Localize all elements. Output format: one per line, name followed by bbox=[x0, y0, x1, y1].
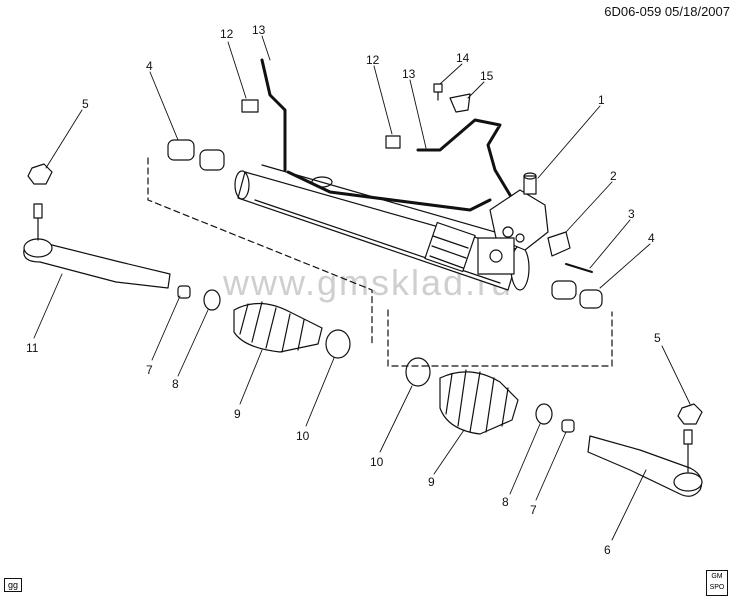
bracket-15 bbox=[449, 93, 471, 113]
nut-left bbox=[27, 163, 53, 185]
callout-13-left: 13 bbox=[252, 23, 266, 37]
callout-5-right: 5 bbox=[654, 331, 661, 345]
callout-3: 3 bbox=[628, 207, 635, 221]
callout-7-right: 7 bbox=[530, 503, 537, 517]
document-id: 6D06-059 05/18/2007 bbox=[604, 4, 730, 19]
callout-4-left: 4 bbox=[146, 59, 153, 73]
jam-nut-left bbox=[177, 285, 191, 299]
callout-15: 15 bbox=[480, 69, 494, 83]
tie-rod-end-left bbox=[23, 203, 171, 289]
callout-14: 14 bbox=[456, 51, 470, 65]
callout-8-right: 8 bbox=[502, 495, 509, 509]
callout-4-right: 4 bbox=[648, 231, 655, 245]
bushing-right bbox=[551, 280, 603, 309]
rack-boot-right bbox=[439, 369, 519, 435]
callout-10-left: 10 bbox=[296, 429, 310, 443]
callout-labels: 1 2 3 4 4 5 5 6 7 7 8 8 9 9 10 10 11 12 … bbox=[26, 23, 661, 557]
footer-tag: gg bbox=[4, 578, 23, 592]
fluid-line-left bbox=[260, 58, 287, 172]
callout-5-left: 5 bbox=[82, 97, 89, 111]
boot-clamp-ring-right bbox=[405, 357, 431, 387]
boot-clamp-left bbox=[203, 289, 221, 311]
boot-clamp-right bbox=[535, 403, 553, 425]
nut-right bbox=[677, 403, 703, 425]
callout-10-right: 10 bbox=[370, 455, 384, 469]
callout-7-left: 7 bbox=[146, 363, 153, 377]
callout-6: 6 bbox=[604, 543, 611, 557]
gm-spo-logo: GM SPO bbox=[706, 570, 728, 596]
fluid-line-right bbox=[416, 118, 512, 197]
bolt-14 bbox=[433, 83, 443, 101]
bushing-left bbox=[167, 139, 225, 171]
callout-12-left: 12 bbox=[220, 27, 234, 41]
bracket-2 bbox=[547, 231, 571, 257]
rack-boot-left bbox=[233, 301, 323, 353]
assembly-bracket-right bbox=[387, 309, 613, 367]
boot-clamp-ring-left bbox=[325, 329, 351, 359]
callout-9-right: 9 bbox=[428, 475, 435, 489]
callout-12-right: 12 bbox=[366, 53, 380, 67]
leader-lines bbox=[33, 35, 691, 541]
pin-3 bbox=[565, 263, 593, 273]
valve-body bbox=[477, 172, 549, 275]
tie-rod-end-right bbox=[587, 429, 703, 497]
jam-nut-right bbox=[561, 419, 575, 433]
callout-1: 1 bbox=[598, 93, 605, 107]
callout-8-left: 8 bbox=[172, 377, 179, 391]
retainer-clip-right bbox=[385, 135, 401, 149]
callout-9-left: 9 bbox=[234, 407, 241, 421]
callout-11: 11 bbox=[26, 341, 39, 355]
retainer-clip-left bbox=[241, 99, 259, 113]
callout-13-right: 13 bbox=[402, 67, 416, 81]
assembly-bracket-left bbox=[147, 157, 373, 346]
steering-gear-housing bbox=[234, 164, 531, 291]
callout-2: 2 bbox=[610, 169, 617, 183]
